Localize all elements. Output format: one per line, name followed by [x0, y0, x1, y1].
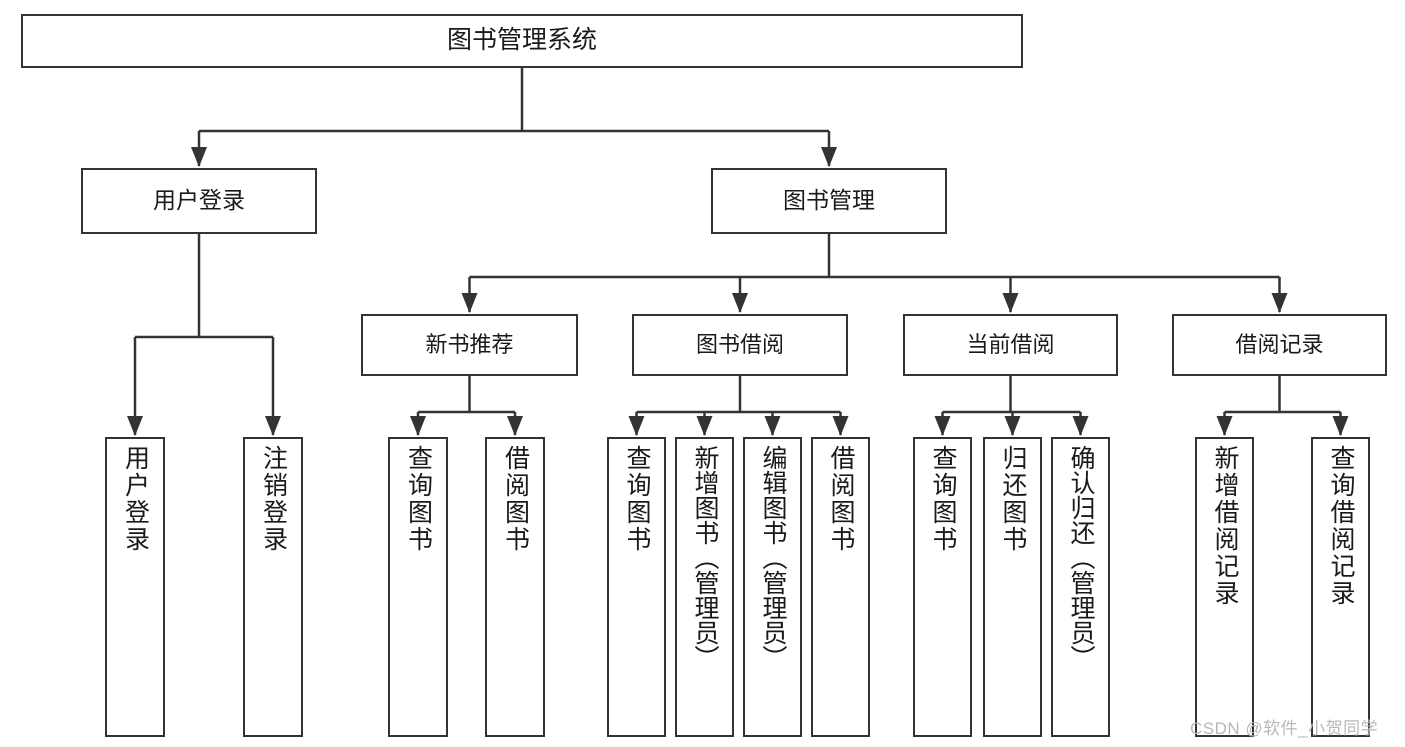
arrow-head-icon	[934, 416, 951, 436]
node-root[interactable]: 图书管理系统	[21, 14, 1023, 68]
node-leaf-query-borrow-record[interactable]: 查询借阅记录	[1311, 437, 1370, 737]
node-label: 查询借阅记录	[1327, 445, 1355, 607]
arrow-head-icon	[1004, 416, 1021, 436]
csdn-watermark: CSDN @软件_小贺同学	[1190, 719, 1379, 738]
node-label: 新书推荐	[425, 332, 514, 358]
node-label: 借阅记录	[1235, 332, 1324, 358]
node-label: 当前借阅	[966, 332, 1055, 358]
node-leaf-add-borrow-record[interactable]: 新增借阅记录	[1195, 437, 1254, 737]
node-book-management[interactable]: 图书管理	[711, 168, 947, 234]
arrow-head-icon	[1216, 416, 1233, 436]
arrow-head-icon	[1002, 293, 1019, 313]
arrow-head-icon	[127, 416, 143, 436]
node-leaf-query-book-recommend[interactable]: 查询图书	[388, 437, 448, 737]
arrow-head-icon	[507, 416, 523, 436]
arrow-head-icon	[732, 293, 748, 313]
arrow-head-icon	[1332, 416, 1349, 436]
node-label: 归还图书	[999, 445, 1027, 553]
arrow-head-icon	[410, 416, 426, 436]
node-label: 查询图书	[623, 445, 651, 553]
node-label: 查询图书	[929, 445, 957, 553]
node-leaf-edit-book[interactable]: 编辑图书（管理员）	[743, 437, 802, 737]
node-leaf-return-book[interactable]: 归还图书	[983, 437, 1042, 737]
node-new-book-recommend[interactable]: 新书推荐	[361, 314, 578, 376]
node-label: 新增图书（管理员）	[691, 445, 719, 670]
arrow-head-icon	[1271, 293, 1288, 313]
arrow-head-icon	[265, 416, 281, 436]
node-label: 借阅图书	[501, 445, 530, 553]
node-label: 确认归还（管理员）	[1067, 445, 1095, 670]
node-leaf-add-book[interactable]: 新增图书（管理员）	[675, 437, 734, 737]
node-leaf-borrow-book-recommend[interactable]: 借阅图书	[485, 437, 545, 737]
node-label: 查询图书	[404, 445, 433, 553]
arrow-head-icon	[461, 293, 478, 313]
arrow-head-icon	[628, 416, 645, 436]
arrow-head-icon	[764, 416, 781, 436]
node-label: 图书管理系统	[446, 26, 597, 55]
arrow-head-icon	[696, 416, 713, 436]
node-book-borrow[interactable]: 图书借阅	[632, 314, 848, 376]
node-label: 用户登录	[121, 445, 150, 553]
arrow-head-icon	[821, 147, 837, 167]
arrow-head-icon	[832, 416, 849, 436]
node-leaf-user-login[interactable]: 用户登录	[105, 437, 165, 737]
node-leaf-borrow-book[interactable]: 借阅图书	[811, 437, 870, 737]
node-label: 新增借阅记录	[1211, 445, 1239, 607]
node-label: 图书管理	[783, 187, 875, 214]
node-leaf-logout[interactable]: 注销登录	[243, 437, 303, 737]
node-current-borrow[interactable]: 当前借阅	[903, 314, 1118, 376]
node-leaf-query-book-borrow[interactable]: 查询图书	[607, 437, 666, 737]
node-label: 图书借阅	[695, 332, 784, 358]
arrow-head-icon	[191, 147, 207, 167]
node-user-login[interactable]: 用户登录	[81, 168, 317, 234]
arrow-head-icon	[1072, 416, 1089, 436]
node-label: 注销登录	[259, 445, 288, 553]
node-label: 借阅图书	[827, 445, 855, 553]
node-leaf-query-book-current[interactable]: 查询图书	[913, 437, 972, 737]
node-leaf-confirm-return[interactable]: 确认归还（管理员）	[1051, 437, 1110, 737]
node-label: 编辑图书（管理员）	[759, 445, 787, 670]
node-borrow-record[interactable]: 借阅记录	[1172, 314, 1387, 376]
node-label: 用户登录	[153, 187, 245, 214]
